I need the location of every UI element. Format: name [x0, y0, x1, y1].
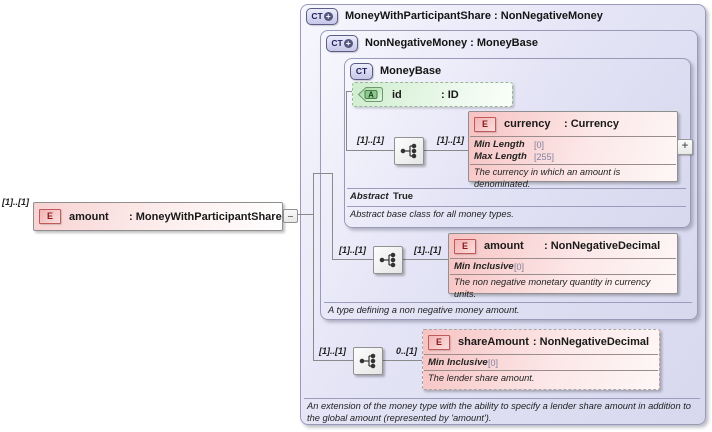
moneybase-description: Abstract base class for all money types. [350, 209, 514, 219]
facet-label: Min Inclusive [428, 357, 488, 368]
type-title: NonNegativeMoney : MoneyBase [365, 37, 538, 49]
abstract-facet-label: Abstract [350, 191, 389, 202]
element-name: currency [504, 118, 551, 130]
element-icon: E [454, 238, 476, 254]
element-icon: E [428, 334, 450, 350]
divider [304, 398, 700, 399]
cardinality-label: [1]..[1] [414, 245, 441, 255]
divider [470, 136, 676, 137]
cardinality-label: [1]..[1] [357, 135, 384, 145]
facet-label: Max Length [474, 151, 527, 162]
complex-type-icon: CT [350, 62, 373, 80]
cardinality-label: 0..[1] [396, 346, 418, 356]
header-moneywithparticipantshare: CT+ MoneyWithParticipantShare : NonNegat… [306, 7, 603, 25]
element-description: The currency in which an amount is denom… [474, 167, 621, 189]
element-amount-root[interactable]: E amount : MoneyWithParticipantShare [33, 202, 283, 231]
facet-value: [0] [488, 358, 499, 368]
cardinality-label: [1]..[1] [2, 197, 29, 207]
cardinality-label: [1]..[1] [319, 346, 346, 356]
divider [324, 302, 692, 303]
facet-list: Min Inclusive[0] [449, 259, 677, 274]
sequence-icon[interactable] [353, 347, 383, 375]
facet-label: Min Length [474, 139, 525, 150]
divider [470, 164, 676, 165]
element-amount[interactable]: E amount : NonNegativeDecimal Min Inclus… [448, 233, 678, 299]
element-description: The lender share amount. [428, 373, 535, 383]
sequence-icon[interactable] [373, 246, 403, 274]
divider [450, 274, 676, 275]
connector-line [313, 173, 333, 174]
connector-line [332, 173, 333, 260]
sequence-icon[interactable] [394, 137, 424, 165]
divider [450, 258, 676, 259]
connector-line [381, 360, 422, 361]
connector-line [422, 150, 468, 151]
facet-value: [0] [514, 262, 525, 272]
element-description: The non negative monetary quantity in cu… [454, 277, 651, 299]
ct-badge-label: CT [355, 66, 368, 76]
element-name: amount [484, 240, 524, 252]
ct-badge-label: CT [311, 11, 323, 21]
connector-line [313, 173, 314, 361]
connector-line [296, 214, 313, 215]
element-type: : Currency [564, 118, 620, 130]
connector-line [401, 259, 448, 260]
divider [347, 188, 686, 189]
nonnegativemoney-description: A type defining a non negative money amo… [328, 305, 520, 315]
facet-list: Min Inclusive[0] [423, 355, 659, 370]
header-nonnegativemoney: CT+ NonNegativeMoney : MoneyBase [326, 34, 538, 52]
minus-icon [288, 215, 293, 217]
element-name: amount [69, 210, 109, 223]
facet-label: Min Inclusive [454, 261, 514, 272]
element-type: : NonNegativeDecimal [544, 240, 661, 252]
element-shareamount[interactable]: E shareAmount : NonNegativeDecimal Min I… [422, 329, 660, 390]
divider [347, 206, 686, 207]
connector-line [332, 259, 373, 260]
connector-line [346, 150, 394, 151]
ct-badge-label: CT [331, 38, 343, 48]
connector-line [346, 91, 353, 92]
attribute-icon: A [357, 87, 383, 102]
svg-text:A: A [368, 91, 374, 100]
abstract-facet-value: True [393, 191, 414, 202]
sequence-glyph-icon [359, 353, 376, 369]
expand-button[interactable]: + [677, 139, 693, 155]
attribute-type: : ID [441, 88, 459, 101]
attribute-name: id [392, 88, 402, 101]
facet-list: Min Length [0] Max Length [255] [469, 137, 677, 164]
derivation-plus-icon: + [323, 11, 333, 21]
complex-type-icon: CT+ [306, 7, 338, 25]
element-icon: E [474, 116, 496, 132]
type-title: MoneyBase [380, 65, 442, 77]
cardinality-label: [1]..[1] [339, 245, 366, 255]
element-type: : NonNegativeDecimal [532, 336, 650, 348]
divider [424, 370, 658, 371]
cardinality-label: [1]..[1] [437, 135, 464, 145]
element-name: shareAmount [458, 336, 529, 348]
sequence-glyph-icon [400, 143, 417, 159]
facet-value: [0] [534, 140, 545, 150]
derivation-plus-icon: + [343, 38, 353, 48]
facet-value: [255] [534, 152, 555, 162]
element-icon: E [39, 209, 61, 224]
collapse-toggle[interactable] [283, 209, 298, 223]
element-type: : MoneyWithParticipantShare [129, 210, 282, 223]
sequence-glyph-icon [379, 252, 396, 268]
attribute-id[interactable]: A id : ID [352, 82, 513, 107]
moneywithparticipantshare-description: An extension of the money type with the … [307, 401, 691, 423]
connector-line [346, 91, 347, 151]
header-moneybase: CT MoneyBase [350, 62, 442, 80]
type-title: MoneyWithParticipantShare : NonNegativeM… [345, 10, 603, 22]
connector-line [313, 360, 353, 361]
complex-type-icon: CT+ [326, 34, 358, 52]
element-currency[interactable]: E currency : Currency Min Length [0] Max … [468, 111, 678, 189]
divider [424, 354, 658, 355]
